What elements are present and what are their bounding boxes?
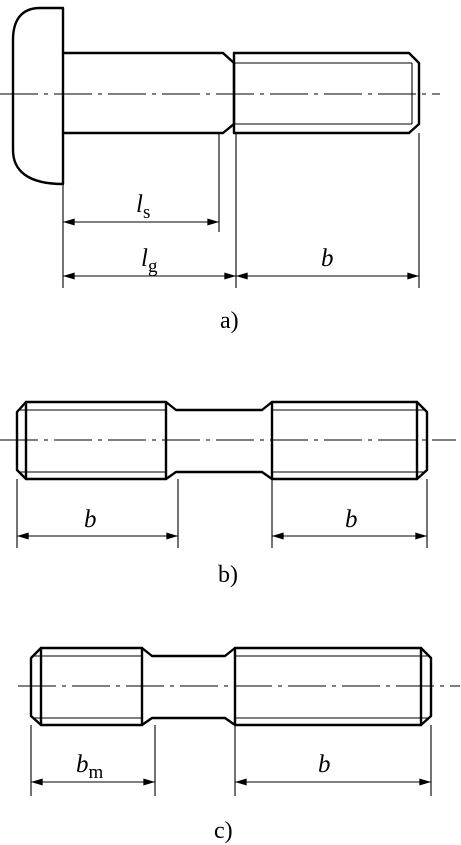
figure-b-stud: b b b)	[0, 400, 456, 588]
label-lg: lg	[141, 245, 158, 277]
caption-a: a)	[220, 308, 239, 334]
label-b-right: b	[345, 506, 358, 533]
bolt-thread	[232, 51, 421, 135]
label-b-a: b	[321, 245, 334, 272]
caption-c: c)	[214, 818, 233, 844]
bolt-head	[11, 6, 65, 186]
label-ls: ls	[136, 191, 150, 223]
figure-a-bolt: ls lg b a)	[0, 6, 440, 334]
label-b-c: b	[318, 751, 331, 778]
label-bm: bm	[76, 751, 104, 783]
caption-b: b)	[218, 562, 238, 588]
bolt-shank	[61, 51, 236, 135]
label-b-left: b	[84, 506, 97, 533]
figure-c-stud: bm b c)	[18, 646, 460, 844]
